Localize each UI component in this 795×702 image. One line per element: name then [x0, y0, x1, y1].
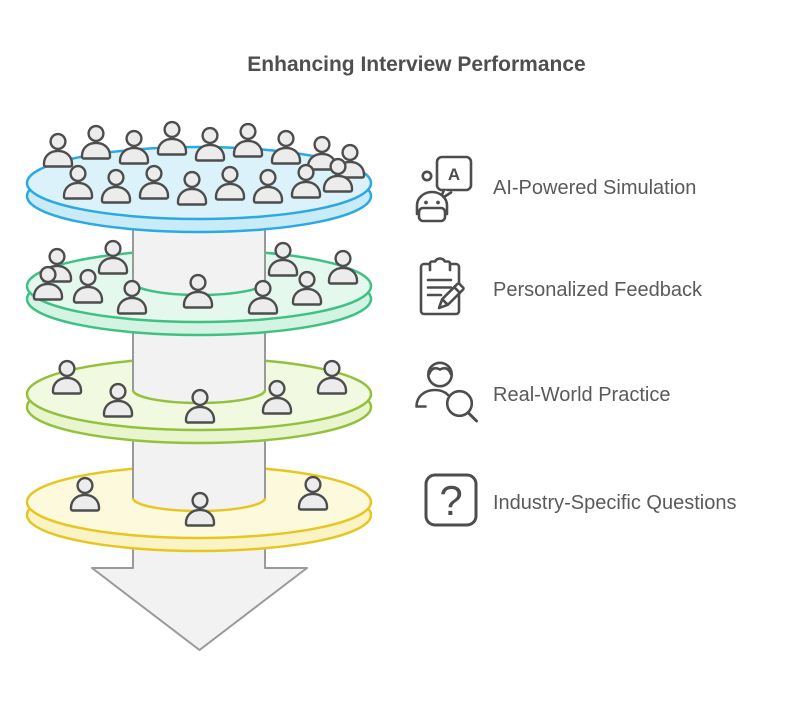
- person-icon: [156, 120, 188, 156]
- feature-item-ai-simulation: A AI-Powered Simulation: [414, 146, 696, 230]
- feature-label: Industry-Specific Questions: [493, 491, 737, 514]
- feature-item-industry-questions: ? Industry-Specific Questions: [414, 461, 736, 545]
- shaft-edges: [132, 234, 266, 282]
- shaft-edges: [132, 450, 266, 498]
- feature-item-real-world-practice: Real-World Practice: [414, 353, 670, 437]
- funnel-layer-4: [25, 450, 373, 553]
- clipboard-pencil-icon: [419, 257, 465, 316]
- feature-label: Real-World Practice: [493, 383, 671, 406]
- question-mark-icon: ?: [424, 473, 478, 527]
- person-icon: [80, 124, 112, 160]
- funnel-layer-1: [25, 120, 373, 234]
- person-icon: [270, 129, 302, 165]
- person-search-icon: [415, 361, 478, 423]
- question-glyph: ?: [439, 477, 462, 524]
- page-title: Enhancing Interview Performance: [247, 53, 586, 76]
- shaft-through-hole: [133, 234, 265, 295]
- funnel-layer-2: [25, 234, 373, 337]
- funnel-layer-3: [25, 342, 373, 445]
- shaft-through-hole: [133, 342, 265, 403]
- feature-label: Personalized Feedback: [493, 278, 703, 301]
- feature-item-personalized-feedback: Personalized Feedback: [414, 248, 702, 332]
- shaft-edges: [132, 342, 266, 390]
- shaft-through-hole: [133, 450, 265, 511]
- person-icon: [42, 132, 74, 168]
- person-icon: [194, 126, 226, 162]
- funnel-graphic: [25, 120, 373, 651]
- bubble-letter: A: [448, 165, 460, 184]
- feature-label: AI-Powered Simulation: [493, 176, 697, 199]
- robot-chat-icon: A: [415, 155, 473, 223]
- person-icon: [118, 129, 150, 165]
- person-icon: [232, 122, 264, 158]
